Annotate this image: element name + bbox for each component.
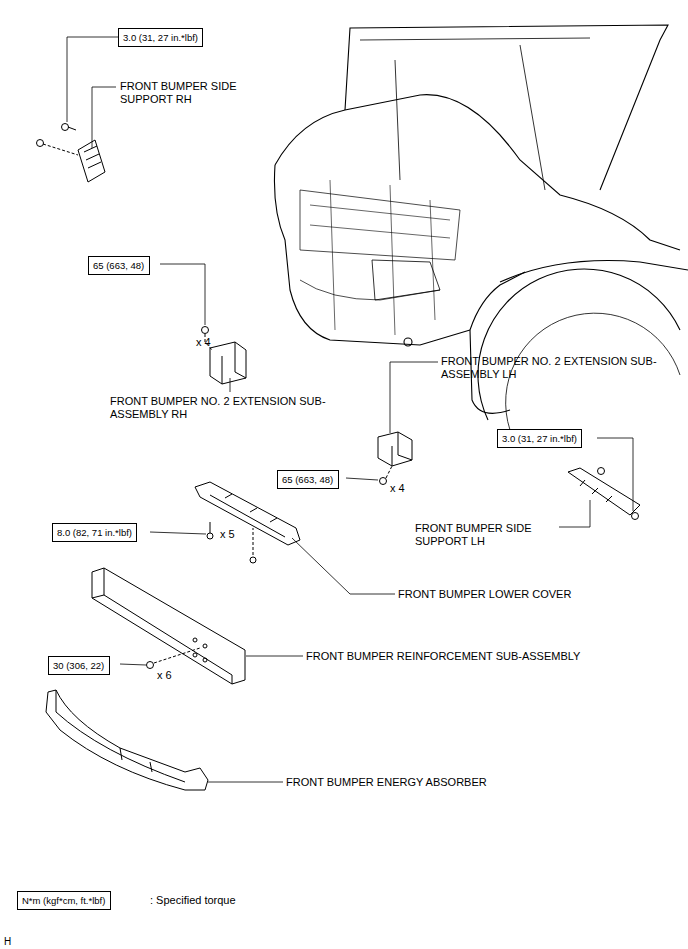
energy-absorber	[46, 690, 208, 790]
torque-value: 8.0 (82, 71 in.*lbf)	[57, 527, 132, 538]
torque-box: 3.0 (31, 27 in.*lbf)	[497, 429, 582, 448]
torque-box: 65 (663, 48)	[88, 256, 150, 275]
extension-rh	[202, 327, 247, 385]
torque-box: 30 (306, 22)	[48, 656, 110, 675]
lower-cover	[195, 482, 300, 563]
side-support-rh	[37, 124, 106, 183]
torque-value: 30 (306, 22)	[53, 660, 104, 671]
part-name: FRONT BUMPER SIDE SUPPORT RH	[120, 80, 260, 106]
leader-lines	[67, 37, 633, 782]
quantity-callout: x 4	[196, 336, 211, 349]
torque-box: 65 (663, 48)	[277, 470, 339, 489]
part-name: FRONT BUMPER NO. 2 EXTENSION SUB-ASSEMBL…	[441, 355, 666, 381]
part-name: FRONT BUMPER NO. 2 EXTENSION SUB-ASSEMBL…	[110, 395, 355, 421]
extension-lh	[378, 432, 412, 485]
torque-value: 3.0 (31, 27 in.*lbf)	[123, 32, 198, 43]
torque-box: 8.0 (82, 71 in.*lbf)	[52, 523, 137, 542]
torque-value: 65 (663, 48)	[282, 474, 333, 485]
part-name: FRONT BUMPER SIDE SUPPORT LH	[415, 522, 565, 548]
vehicle-illustration	[274, 25, 688, 430]
legend-text: : Specified torque	[150, 894, 236, 907]
part-name: FRONT BUMPER ENERGY ABSORBER	[286, 776, 487, 789]
torque-value: N*m (kgf*cm, ft.*lbf)	[22, 895, 105, 906]
reinforcement	[92, 568, 245, 684]
torque-value: 3.0 (31, 27 in.*lbf)	[502, 433, 577, 444]
torque-value: 65 (663, 48)	[93, 260, 144, 271]
quantity-callout: x 5	[220, 528, 235, 541]
side-support-lh	[568, 468, 640, 520]
torque-box: 3.0 (31, 27 in.*lbf)	[118, 28, 203, 47]
quantity-callout: x 6	[157, 669, 172, 682]
torque-box: N*m (kgf*cm, ft.*lbf)	[17, 891, 111, 910]
part-name: FRONT BUMPER REINFORCEMENT SUB-ASSEMBLY	[306, 650, 580, 663]
part-name: FRONT BUMPER LOWER COVER	[398, 588, 571, 601]
quantity-callout: x 4	[390, 482, 405, 495]
figure-code: H	[4, 935, 11, 948]
